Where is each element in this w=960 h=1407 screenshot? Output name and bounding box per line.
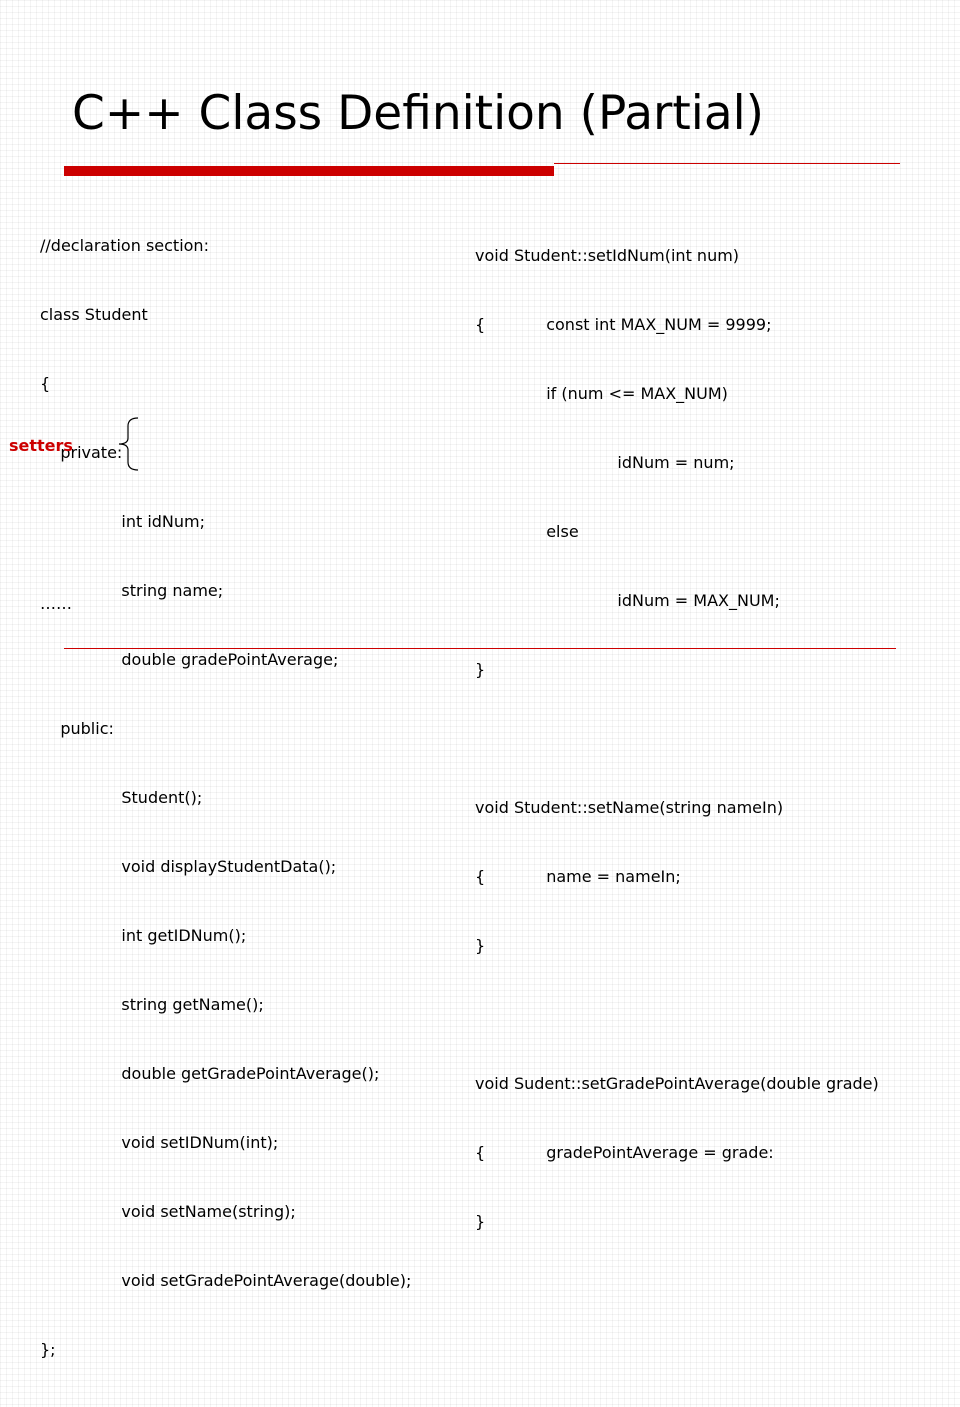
code-line: { <box>40 374 51 393</box>
class-declaration-code: //declaration section: class Student { p… <box>40 188 411 1407</box>
code-line: } <box>475 660 486 679</box>
code-line: //declaration section: <box>40 236 209 255</box>
code-line: double gradePointAverage; <box>40 650 339 669</box>
code-line <box>475 727 879 750</box>
code-line: string name; <box>40 581 224 600</box>
ellipsis-text: …… <box>40 594 72 613</box>
code-line: class Student <box>40 305 148 324</box>
code-line: } <box>475 1212 486 1231</box>
code-line <box>475 1003 879 1026</box>
code-line: void setIDNum(int); <box>40 1133 279 1152</box>
code-line: double getGradePointAverage(); <box>40 1064 380 1083</box>
code-line: void Student::setName(string nameIn) <box>475 798 784 817</box>
code-line: idNum = num; <box>475 453 735 472</box>
method-definitions-code: void Student::setIdNum(int num) { const … <box>475 198 879 1279</box>
code-line: { gradePointAverage = grade: <box>475 1143 774 1162</box>
code-line: void setName(string); <box>40 1202 296 1221</box>
code-line: int idNum; <box>40 512 206 531</box>
title-underline-bar <box>64 166 554 176</box>
code-line: void Sudent::setGradePointAverage(double… <box>475 1074 879 1093</box>
title-underline-rule <box>554 163 900 164</box>
code-line: private: <box>40 443 123 462</box>
code-line: int getIDNum(); <box>40 926 247 945</box>
code-line: void Student::setIdNum(int num) <box>475 246 740 265</box>
code-line: { const int MAX_NUM = 9999; <box>475 315 772 334</box>
slide-title: C++ Class Definition (Partial) <box>72 86 765 141</box>
code-line: { name = nameIn; <box>475 867 681 886</box>
code-line: if (num <= MAX_NUM) <box>475 384 728 403</box>
code-line: void displayStudentData(); <box>40 857 337 876</box>
code-line: void setGradePointAverage(double); <box>40 1271 412 1290</box>
setters-label: setters <box>9 436 73 455</box>
code-line: public: <box>40 719 114 738</box>
code-line: }; <box>40 1340 56 1359</box>
code-line: } <box>475 936 486 955</box>
code-line: Student(); <box>40 788 203 807</box>
code-line: idNum = MAX_NUM; <box>475 591 780 610</box>
code-line: else <box>475 522 579 541</box>
code-line: string getName(); <box>40 995 264 1014</box>
curly-brace-icon <box>118 417 139 471</box>
footer-rule <box>64 648 896 649</box>
